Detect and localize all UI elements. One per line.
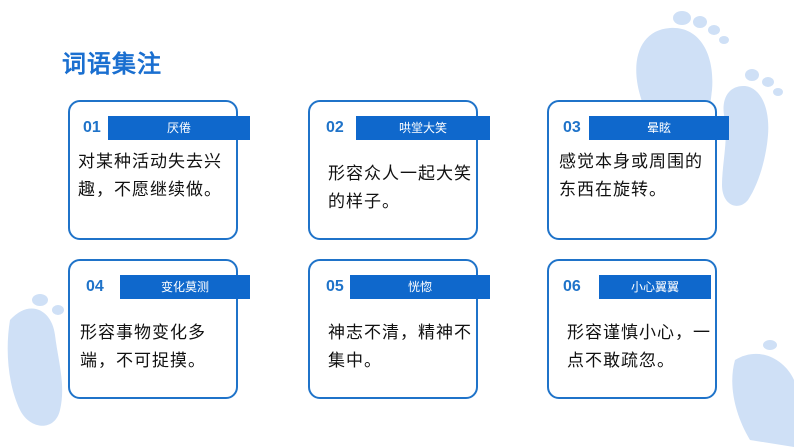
page-title: 词语集注 <box>62 50 162 78</box>
term-definition: 形容事物变化多端，不可捉摸。 <box>80 323 206 371</box>
card-number: 01 <box>83 119 101 136</box>
toe-icon <box>773 88 783 96</box>
card-number: 02 <box>326 119 344 136</box>
term-label: 厌倦 <box>108 116 250 140</box>
term-label: 哄堂大笑 <box>356 116 490 140</box>
toe-icon <box>762 77 774 87</box>
footprint-icon <box>732 353 794 447</box>
term-definition: 对某种活动失去兴趣，不愿继续做。 <box>78 152 222 200</box>
toe-icon <box>693 16 707 28</box>
term-label: 变化莫测 <box>120 275 250 299</box>
footprint-icon <box>722 85 769 206</box>
toe-icon <box>745 69 759 81</box>
term-label: 恍惚 <box>350 275 490 299</box>
term-label: 晕眩 <box>589 116 729 140</box>
card-number: 06 <box>563 278 581 295</box>
toe-icon <box>708 25 720 35</box>
term-definition: 形容众人一起大笑的样子。 <box>328 164 472 212</box>
card-number: 03 <box>563 119 581 136</box>
toe-icon <box>52 305 64 315</box>
term-card: 03 晕眩 感觉本身或周围的东西在旋转。 <box>547 100 729 240</box>
toe-icon <box>763 340 777 350</box>
term-definition: 感觉本身或周围的东西在旋转。 <box>559 152 703 200</box>
term-definition: 神志不清，精神不集中。 <box>328 323 472 371</box>
toe-icon <box>719 36 729 44</box>
term-card: 02 哄堂大笑 形容众人一起大笑的样子。 <box>308 100 490 240</box>
footprint-icon <box>7 308 63 426</box>
toe-icon <box>32 294 48 306</box>
card-number: 04 <box>86 278 104 295</box>
term-label: 小心翼翼 <box>599 275 711 299</box>
term-card: 04 变化莫测 形容事物变化多端，不可捉摸。 <box>68 259 250 399</box>
term-card: 05 恍惚 神志不清，精神不集中。 <box>308 259 490 399</box>
term-card: 06 小心翼翼 形容谨慎小心，一点不敢疏忽。 <box>547 259 717 399</box>
term-card: 01 厌倦 对某种活动失去兴趣，不愿继续做。 <box>68 100 250 240</box>
card-number: 05 <box>326 278 344 295</box>
term-definition: 形容谨慎小心，一点不敢疏忽。 <box>567 323 711 371</box>
toe-icon <box>673 11 691 25</box>
